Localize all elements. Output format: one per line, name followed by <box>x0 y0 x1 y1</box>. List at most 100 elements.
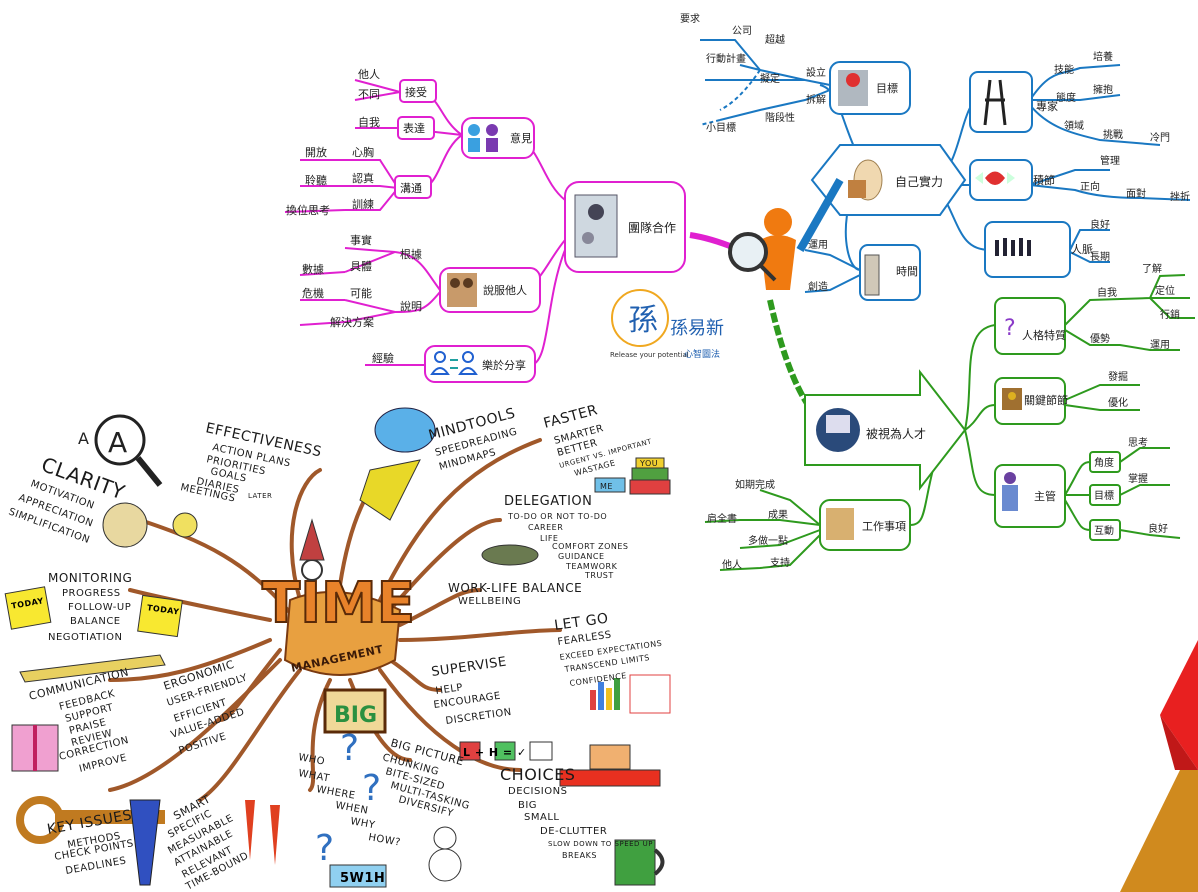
work-center-label: 工作事項 <box>862 520 906 533</box>
choices-item-5: BREAKS <box>562 851 597 860</box>
talent-branches <box>704 274 1195 571</box>
do-more-label: 多做一點 <box>748 534 788 547</box>
a-letter: A <box>108 426 127 459</box>
apply-label: 運用 <box>1150 339 1170 351</box>
phase-label: 階段性 <box>765 111 795 124</box>
diligence-label: 積節 <box>1033 173 1055 187</box>
challenge-label: 挑戰 <box>1103 128 1123 141</box>
choices-item-2: SMALL <box>524 812 559 823</box>
listen-label: 聆聽 <box>305 173 327 187</box>
choices-item-4: SLOW DOWN TO SPEED UP <box>548 840 653 848</box>
express-self-label: 自我 <box>358 116 380 129</box>
snowman-icon <box>428 826 462 882</box>
skill-label: 技能 <box>1054 63 1074 76</box>
experience-label: 經驗 <box>372 351 394 365</box>
own-it-label: 肩全書 <box>707 512 737 525</box>
open-label: 開放 <box>305 145 327 159</box>
tie-icon <box>129 799 161 886</box>
requirement-label: 要求 <box>680 13 700 25</box>
delegation-item-1: CAREER <box>528 523 563 532</box>
brand-logo: 孫 孫易新 Release your potential 心智圖法 <box>610 289 724 360</box>
gift-icon <box>11 724 59 772</box>
target-label: 目標 <box>1094 489 1114 502</box>
persuade-label: 說服他人 <box>483 283 527 297</box>
time-label: 時間 <box>896 265 918 278</box>
later-text: LATER <box>248 492 272 500</box>
network-label: 人脈 <box>1071 242 1093 256</box>
work-life-item-0: WELLBEING <box>458 596 521 607</box>
brain-icon <box>359 407 436 521</box>
choices-item-3: DE-CLUTTER <box>540 826 607 837</box>
pencil-icon <box>19 654 166 683</box>
plan-label: 擬定 <box>760 72 780 85</box>
brand-mark: 孫 <box>628 303 658 338</box>
monitoring-item-0: PROGRESS <box>62 588 121 599</box>
delegation-item-3: COMFORT ZONES <box>552 542 628 551</box>
bar-chart-icon <box>590 674 671 714</box>
interact-label: 互動 <box>1094 524 1114 537</box>
5w1h-text: 5W1H <box>340 871 385 886</box>
empathy-label: 換位思考 <box>286 203 330 217</box>
empathy-train-label: 訓練 <box>352 197 374 211</box>
delegation-title: DELEGATION <box>504 494 592 509</box>
embrace-label: 擁抱 <box>1093 83 1113 96</box>
grasp-label: 掌握 <box>1128 472 1148 485</box>
monitoring-title: MONITORING <box>48 571 132 585</box>
facts-label: 事實 <box>350 233 372 247</box>
who-item-5: HOW? <box>367 832 401 848</box>
setup-label: 設立 <box>806 66 826 79</box>
choices-item-0: DECISIONS <box>508 786 567 797</box>
accept-label: 接受 <box>405 86 427 99</box>
lh-check-icon: L + H = ✓ <box>459 741 553 761</box>
split-label: 拆解 <box>806 93 826 106</box>
svg-text:?: ? <box>315 828 334 869</box>
goal-label: 目標 <box>876 81 898 95</box>
advantage-label: 優勢 <box>1090 332 1110 345</box>
talent-center-label: 被視為人才 <box>866 426 926 441</box>
delegation-item-0: TO-DO OR NOT TO-DO <box>507 512 607 521</box>
delegation-item-5: TEAMWORK <box>565 562 618 571</box>
attitude-label: 態度 <box>1056 91 1076 104</box>
big-sign-text: BIG <box>334 703 377 728</box>
brand-name: 孫易新 <box>670 318 724 339</box>
exceed-label: 超越 <box>765 33 785 46</box>
accept-diff-label: 不同 <box>358 88 380 101</box>
delegation-item-2: LIFE <box>540 534 558 543</box>
good-2-label: 良好 <box>1148 522 1168 535</box>
cultivate-label: 培養 <box>1093 50 1113 63</box>
svg-text:A: A <box>78 429 89 448</box>
monitoring-item-2: BALANCE <box>70 616 121 627</box>
danger-label: 危機 <box>302 286 324 300</box>
carrots-icon <box>245 800 280 865</box>
position-label: 定位 <box>1155 284 1175 297</box>
party-table-icon <box>559 744 661 787</box>
result-label: 成果 <box>768 509 788 521</box>
supervise-title: SUPERVISE <box>430 655 507 680</box>
small-goal-label: 小目標 <box>706 121 736 134</box>
brand-chinese-sub: 心智圖法 <box>684 348 720 360</box>
create-label: 創造 <box>808 280 828 293</box>
supervise-item-2: DISCRETION <box>445 707 513 727</box>
magnifier-a-icon: A A <box>78 414 163 487</box>
support-label: 支持 <box>770 556 790 569</box>
who-item-1: WHAT <box>297 768 330 784</box>
communicate-label: 溝通 <box>400 182 422 195</box>
tank-icon <box>481 544 539 566</box>
use-label: 運用 <box>808 239 828 251</box>
teamwork-branches <box>284 79 566 366</box>
share-people-icon <box>430 351 478 375</box>
accept-others-label: 他人 <box>358 68 380 81</box>
manage-label: 管理 <box>1100 154 1120 167</box>
face-label: 面對 <box>1126 187 1146 200</box>
choices-title: CHOICES <box>500 765 575 784</box>
lh-formula-text: L + H = ✓ <box>463 746 527 759</box>
action-plan-label: 行動計畫 <box>706 52 746 65</box>
company-label: 公司 <box>732 26 752 37</box>
delegation-item-4: GUIDANCE <box>558 552 605 561</box>
think-label: 思考 <box>1128 437 1148 449</box>
express-label: 表達 <box>403 121 425 135</box>
possible-label: 可能 <box>350 286 372 300</box>
center-figure-icon <box>689 178 844 423</box>
unpopular-label: 冷門 <box>1150 131 1170 144</box>
